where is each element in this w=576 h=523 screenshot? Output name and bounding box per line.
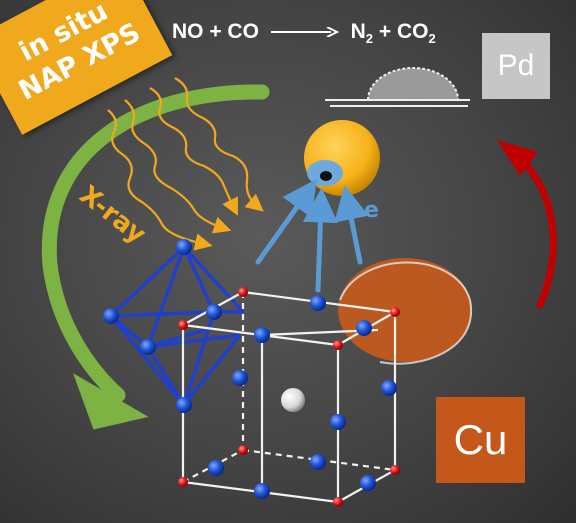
- red-cycle-arrow: [497, 140, 557, 309]
- equation-reactants: NO + CO: [172, 20, 259, 43]
- electron-beams: [255, 178, 369, 293]
- atom-center: [281, 388, 305, 412]
- reaction-arrow-icon: [270, 27, 339, 38]
- equation-product-n: N: [350, 20, 366, 43]
- atoms-blue: [103, 239, 397, 499]
- reaction-equation: NO + CO N2 + CO2: [172, 20, 436, 46]
- octahedral-site: [109, 245, 245, 407]
- xray-beams: [107, 77, 264, 251]
- pd-label: Pd: [497, 49, 535, 82]
- electron-label: e: [364, 198, 379, 223]
- equation-plus-co: + CO: [373, 20, 429, 43]
- cu-label: Cu: [453, 416, 508, 463]
- cu-label-box: Cu: [436, 397, 525, 483]
- green-cycle-arrow: [41, 84, 270, 430]
- equation-co2-sub: 2: [428, 31, 436, 47]
- pd-label-box: Pd: [482, 33, 550, 99]
- analyzer-sphere: [304, 120, 380, 196]
- equation-product-n-sub: 2: [365, 31, 374, 47]
- cu-surface-sketch: [338, 258, 473, 365]
- pd-surface-sketch: [325, 67, 470, 107]
- atoms-red: [178, 287, 400, 507]
